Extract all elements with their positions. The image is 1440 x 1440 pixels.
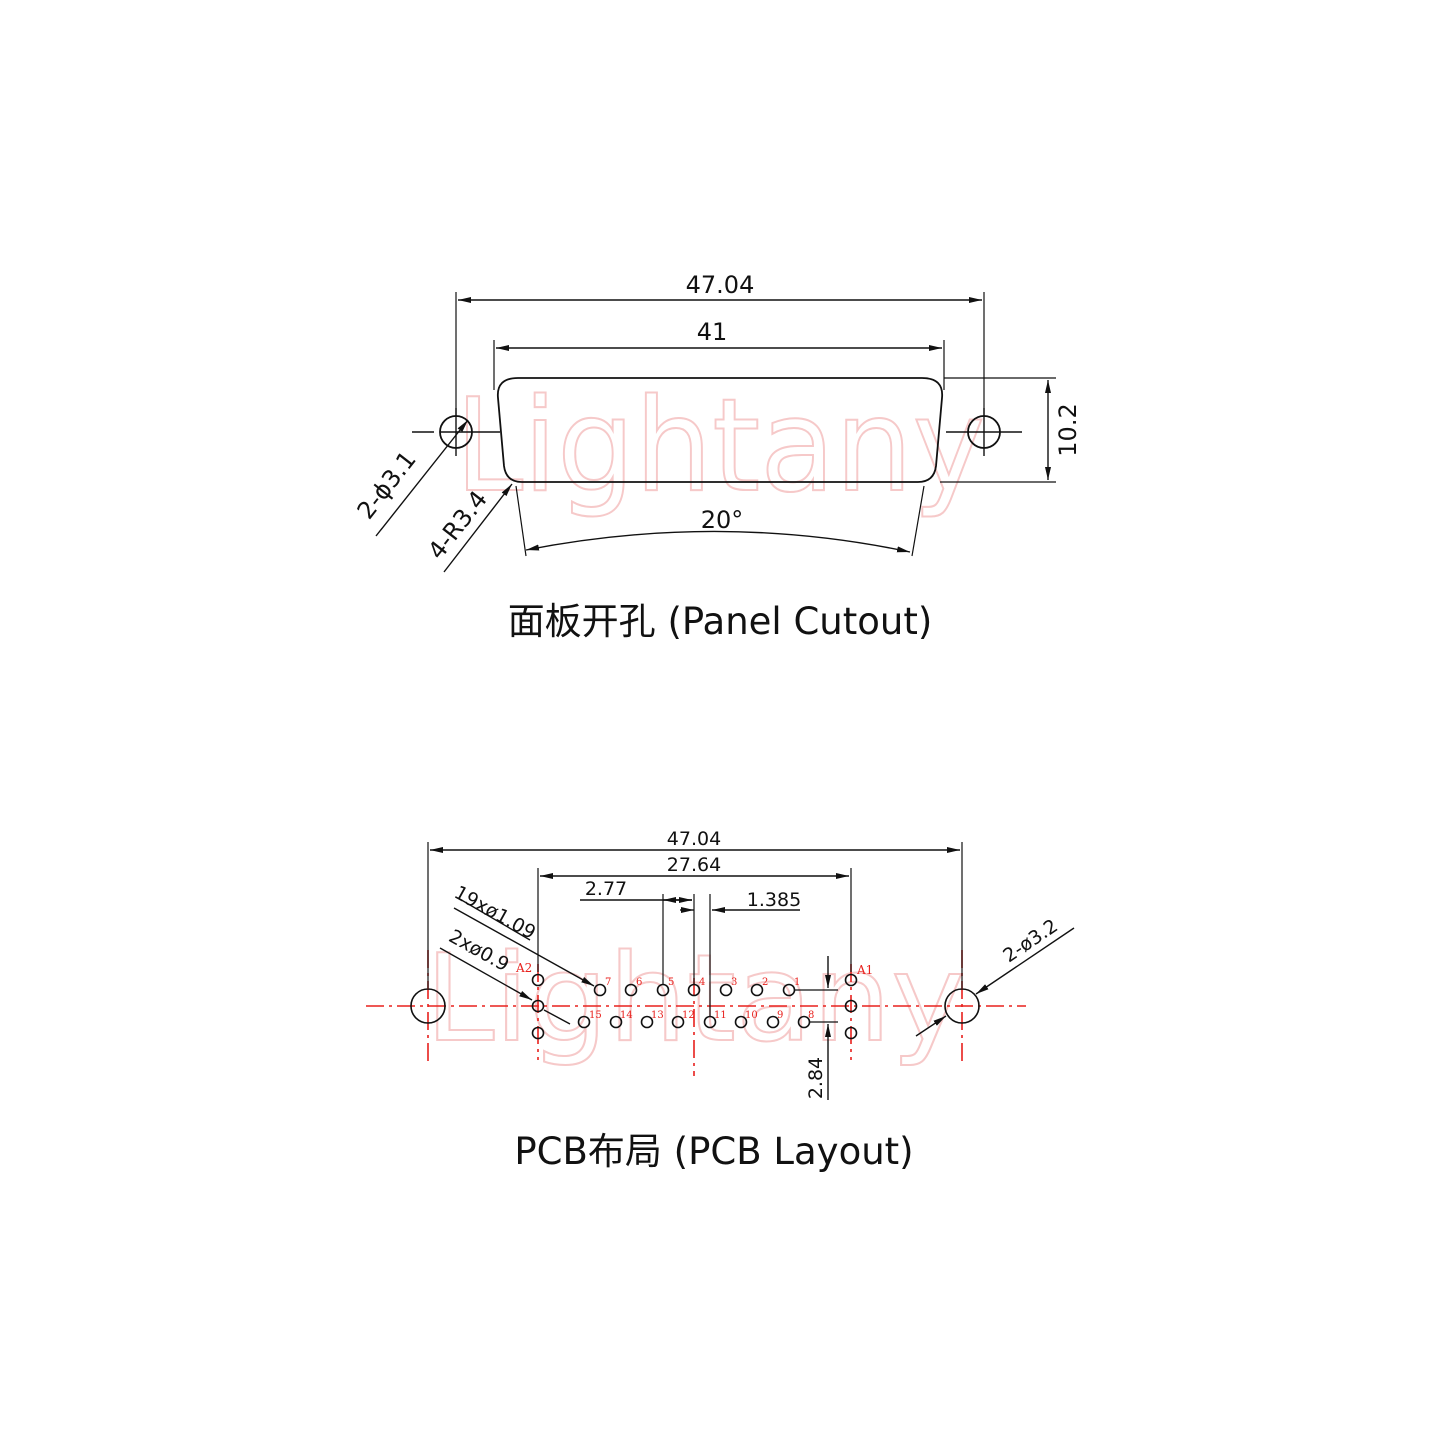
pcb-pin-hole [750, 983, 764, 997]
pcb-shield-hole-a1-top [844, 973, 858, 987]
pcb-pin-hole [734, 1015, 748, 1029]
pcb-pin-hole [797, 1015, 811, 1029]
pcb-centerlines [366, 950, 1026, 1076]
watermark-bottom: Lightany [425, 930, 965, 1069]
leader-corner-radius [443, 483, 513, 573]
pcb-pin-hole [640, 1015, 654, 1029]
pin-label: 14 [620, 1010, 633, 1021]
pcb-shield-hole-a2-bot [531, 1026, 545, 1040]
dim-pcb-pin-offset: 1.385 [747, 889, 801, 911]
pcb-pin-hole [671, 1015, 685, 1029]
caption-pcb-layout: PCB布局 (PCB Layout) [514, 1130, 913, 1173]
dim-panel-angle: 20° [701, 506, 744, 534]
d-sub-cutout-outline [496, 377, 944, 483]
pin-label: 12 [682, 1010, 695, 1021]
panel-cutout-view [375, 292, 1056, 573]
pin-label: 9 [777, 1010, 783, 1021]
pcb-layout-view [410, 842, 1075, 1100]
dim-pcb-pin-pitch: 2.77 [585, 878, 627, 900]
pcb-pin-labels-bottom: 15 14 13 12 11 10 9 8 [589, 1010, 814, 1021]
pin-label: 6 [636, 977, 642, 988]
pcb-pin-hole [609, 1015, 623, 1029]
pin-label: 11 [714, 1010, 727, 1021]
pcb-shield-hole-a2-top [531, 973, 545, 987]
dim-pcb-mount-holes: 2-ø3.2 [999, 915, 1062, 967]
leader-shield-holes [439, 947, 533, 1001]
dim-panel-overall-width: 47.04 [686, 271, 755, 299]
pin-label: 8 [808, 1010, 814, 1021]
pin-label: 5 [668, 977, 674, 988]
pcb-mount-hole-right [944, 988, 980, 1024]
pin-label: 4 [699, 977, 705, 988]
pin-label: 7 [605, 977, 611, 988]
pin-label: 2 [762, 977, 768, 988]
leader-pcb-mount-holes [975, 927, 1075, 995]
caption-panel-cutout: 面板开孔 (Panel Cutout) [508, 600, 933, 643]
pcb-shield-hole-a2-mid [531, 999, 545, 1013]
dim-panel-cutout-width: 41 [697, 318, 728, 346]
pcb-pin-hole [577, 1015, 591, 1029]
leader-signal-holes [453, 907, 595, 987]
pcb-pin-hole [703, 1015, 717, 1029]
pcb-pin-labels-top: 7 6 5 4 3 2 1 [605, 977, 800, 988]
pcb-pin-hole [719, 983, 733, 997]
dim-pcb-pin-span: 27.64 [667, 854, 721, 876]
pcb-pin-hole [593, 983, 607, 997]
pcb-pin-hole [687, 983, 701, 997]
dim-pcb-overall-width: 47.04 [667, 828, 721, 850]
pin-label: 15 [589, 1010, 602, 1021]
dim-arc-panel-angle [525, 530, 911, 553]
pcb-shield-hole-a1-bot [844, 1026, 858, 1040]
pcb-mount-hole-left [410, 988, 446, 1024]
leader-mount-hole [375, 419, 469, 537]
pcb-shield-hole-a1-mid [844, 999, 858, 1013]
pin-label: 1 [794, 977, 800, 988]
dim-panel-mount-holes: 2-ϕ3.1 [352, 446, 422, 525]
dim-pcb-row-spacing: 2.84 [805, 1057, 827, 1099]
pin-label: 3 [731, 977, 737, 988]
contact-label-a2: A2 [515, 961, 532, 975]
pcb-pin-hole [624, 983, 638, 997]
pin-label: 13 [651, 1010, 664, 1021]
pin-label: 10 [745, 1010, 758, 1021]
pcb-pin-hole [766, 1015, 780, 1029]
pcb-pin-hole [656, 983, 670, 997]
contact-label-a1: A1 [856, 963, 873, 977]
dim-panel-height: 10.2 [1054, 403, 1082, 456]
watermark-top: Lightany [455, 372, 985, 521]
